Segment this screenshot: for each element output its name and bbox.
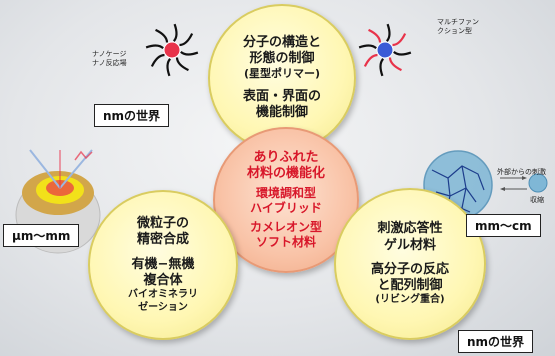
center-line-6: ソフト材料 bbox=[255, 235, 316, 250]
top-line-4: 表面・界面の bbox=[242, 88, 321, 104]
star-arm bbox=[385, 23, 391, 42]
center-line-3: 環境調和型 bbox=[255, 186, 316, 201]
star-core bbox=[376, 41, 394, 59]
star-arm bbox=[166, 58, 172, 77]
fine-particles-circle: 微粒子の 精密合成 有機−無機 複合体 バイオミネラリ ゼーション bbox=[88, 190, 238, 340]
right-line-4: と配列制御 bbox=[377, 278, 443, 293]
left-line-3: 有機−無機 bbox=[131, 256, 195, 272]
shrinking-label: 収縮 bbox=[530, 196, 544, 204]
star-core bbox=[163, 41, 181, 59]
right-line-1: 刺激応答性 bbox=[377, 221, 443, 237]
star-arm bbox=[172, 23, 178, 42]
left-line-6: ゼーション bbox=[138, 301, 188, 313]
top-line-2: 形態の制御 bbox=[249, 50, 315, 66]
responsive-gel-circle: 刺激応答性 ゲル材料 高分子の反応 と配列制御 (リビング重合) bbox=[334, 188, 486, 340]
nano-cage-label: ナノケージ ナノ反応場 bbox=[92, 50, 127, 67]
external-stimulus-label: 外部からの刺激 bbox=[497, 168, 546, 176]
star-polymer-blue-icon bbox=[358, 23, 412, 77]
star-arm bbox=[179, 33, 194, 47]
right-line-5: (リビング重合) bbox=[375, 294, 445, 306]
top-line-5: 機能制御 bbox=[255, 105, 308, 121]
top-line-3: (星型ポリマー) bbox=[243, 67, 321, 81]
star-arm bbox=[155, 28, 169, 43]
star-arm bbox=[393, 50, 412, 56]
star-arm bbox=[392, 33, 407, 47]
multi-function-label: マルチファン クション型 bbox=[437, 18, 479, 35]
star-arm bbox=[388, 57, 402, 72]
left-line-1: 微粒子の bbox=[136, 216, 189, 231]
scale-label-nm-top: nmの世界 bbox=[94, 104, 170, 127]
star-polymer-red-icon bbox=[145, 23, 199, 77]
left-line-2: 精密合成 bbox=[136, 232, 189, 248]
scale-label-mm-cm: mm〜cm bbox=[466, 214, 541, 237]
left-line-5: バイオミネラリ bbox=[128, 289, 198, 300]
top-line-1: 分子の構造と bbox=[242, 34, 321, 50]
star-arm bbox=[145, 44, 164, 50]
center-line-2: 材料の機能化 bbox=[246, 166, 325, 181]
star-arm bbox=[180, 50, 199, 56]
scale-label-um-mm: μm〜mm bbox=[3, 224, 80, 247]
scale-label-nm-bottom: nmの世界 bbox=[458, 330, 534, 353]
center-line-1: ありふれた bbox=[253, 149, 319, 165]
star-arm bbox=[368, 28, 382, 43]
right-line-3: 高分子の反応 bbox=[370, 261, 449, 277]
star-arm bbox=[363, 53, 378, 67]
center-line-5: カメレオン型 bbox=[249, 220, 322, 235]
star-arm bbox=[379, 58, 385, 77]
center-line-4: ハイブリッド bbox=[250, 201, 322, 216]
star-arm bbox=[358, 44, 377, 50]
left-line-4: 複合体 bbox=[143, 272, 183, 288]
star-arm bbox=[150, 53, 165, 67]
star-arm bbox=[175, 57, 189, 72]
right-line-2: ゲル材料 bbox=[383, 237, 436, 253]
